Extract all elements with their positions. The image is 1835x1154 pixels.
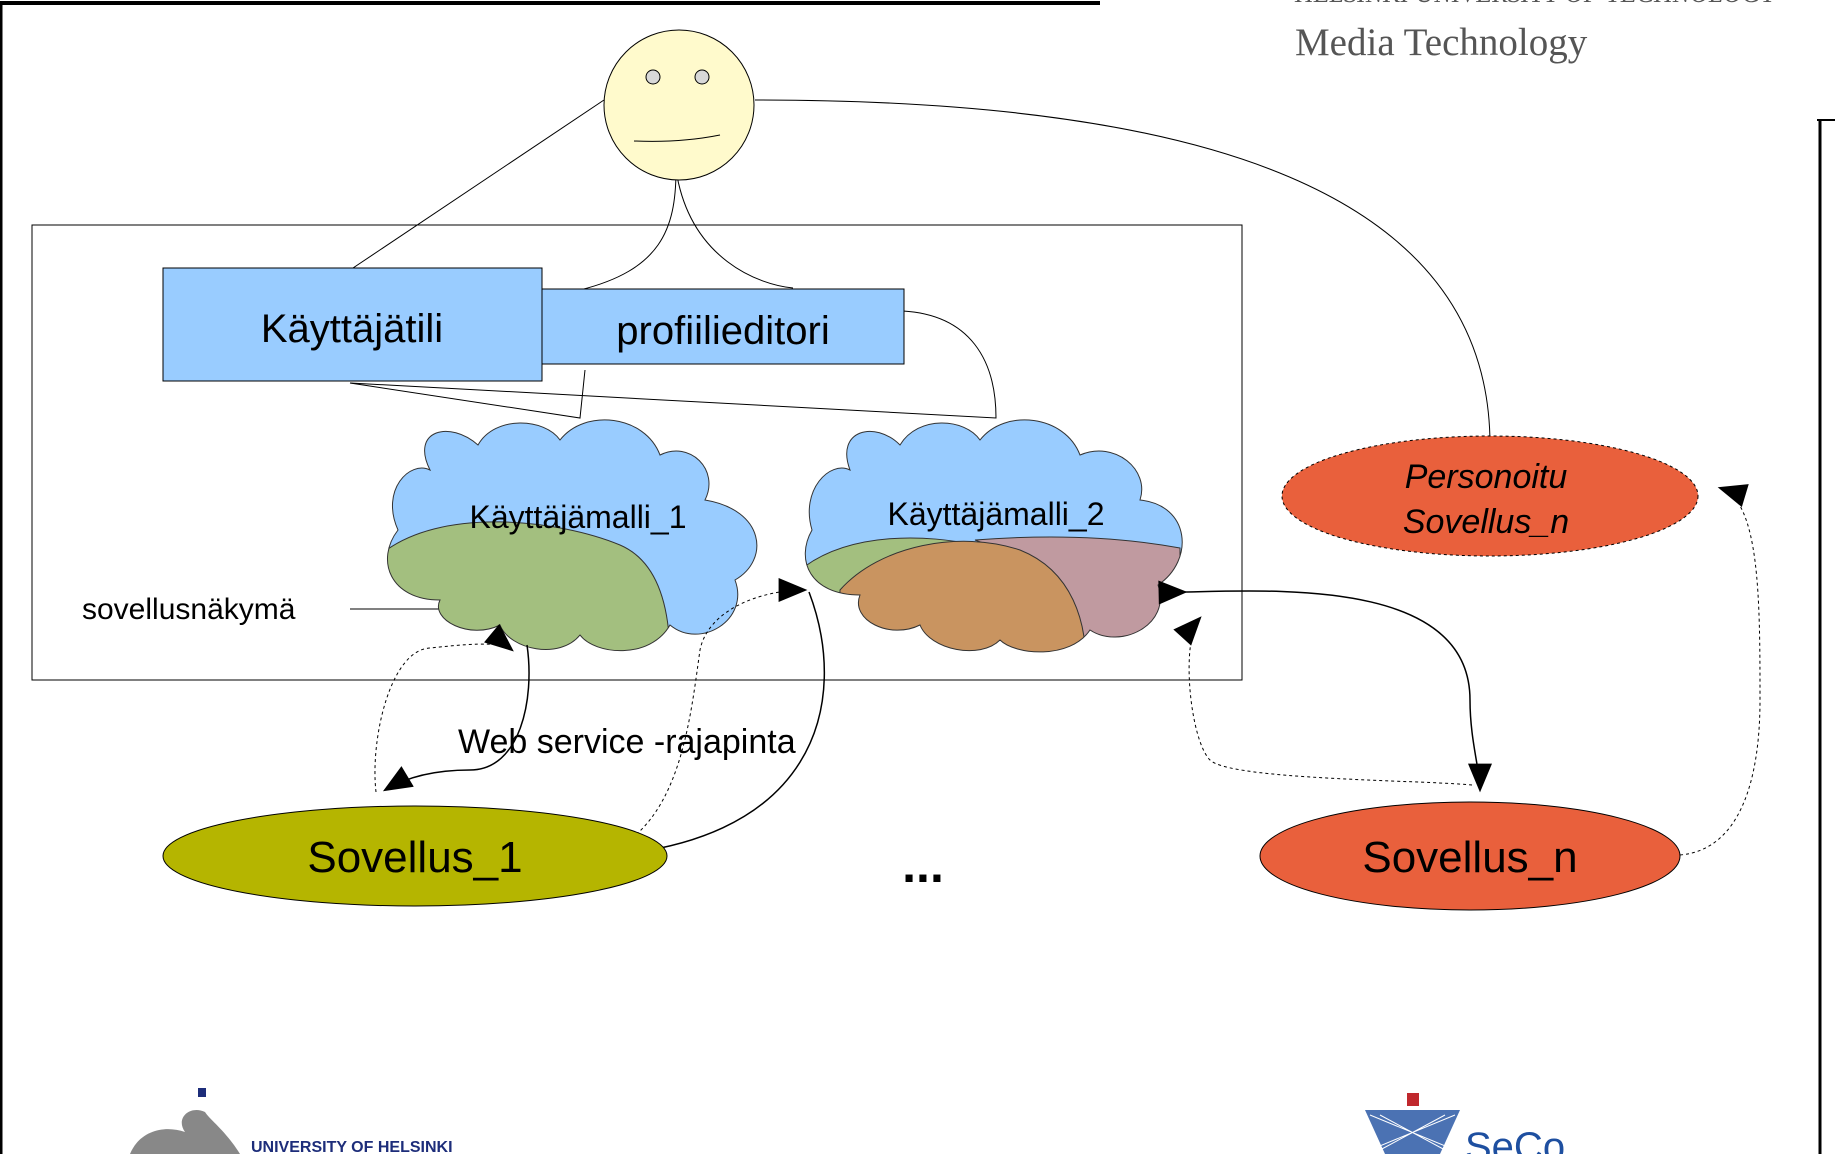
svg-text:Sovellus_n: Sovellus_n xyxy=(1362,833,1577,882)
app-1-node: Sovellus_1 xyxy=(162,805,668,907)
account-box: Käyttäjätili xyxy=(162,267,543,382)
helsinki-logo-mark xyxy=(130,1110,240,1154)
helsinki-logo-text: UNIVERSITY OF HELSINKI xyxy=(251,1139,453,1154)
svg-text:Sovellus_1: Sovellus_1 xyxy=(307,833,522,882)
profile-editor-box: profiilieditori xyxy=(541,288,905,365)
connectors xyxy=(349,99,1491,610)
face-left-eye xyxy=(645,69,661,85)
svg-text:Käyttäjämalli_1: Käyttäjämalli_1 xyxy=(470,499,687,535)
svg-text:Personoitu: Personoitu xyxy=(1405,458,1568,496)
header-institution: HELSINKI UNIVERSITY OF TECHNOLOGY xyxy=(1294,0,1778,8)
user-to-editor-line-2 xyxy=(675,169,794,289)
cloud-user-model-2: Käyttäjämalli_2 xyxy=(804,419,1183,653)
seco-logo-text: SeCo xyxy=(1465,1125,1565,1154)
account-to-clouds-line xyxy=(349,369,586,419)
cloud-user-model-1: Käyttäjämalli_1 xyxy=(387,419,758,652)
svg-text:Käyttäjämalli_2: Käyttäjämalli_2 xyxy=(888,496,1105,532)
web-service-label: Web service -rajapinta xyxy=(458,723,796,761)
seco-logo: SeCo xyxy=(1365,1093,1565,1154)
account-to-cloud2-line xyxy=(349,310,997,419)
helsinki-logo: UNIVERSITY OF HELSINKI xyxy=(130,1088,453,1154)
svg-text:Käyttäjätili: Käyttäjätili xyxy=(261,307,443,351)
app-view-label: sovellusnäkymä xyxy=(82,593,296,626)
arrow-appn-to-model2 xyxy=(1158,580,1492,793)
user-to-editor-line xyxy=(579,169,677,291)
solid-arrows xyxy=(382,580,1492,869)
header-department: Media Technology xyxy=(1295,21,1588,64)
face-mouth xyxy=(633,134,721,142)
user-to-personalized-line xyxy=(754,99,1491,446)
tkk-logo: HELSINKI UNIVERSITY OF TECHNOLOGY Media … xyxy=(1294,0,1778,64)
helsinki-logo-square xyxy=(198,1088,206,1097)
dashed-app1-to-model1 xyxy=(374,623,514,793)
face-right-eye xyxy=(694,69,710,85)
ellipsis-label: ... xyxy=(902,837,944,893)
user-to-account-line xyxy=(349,99,605,271)
dashed-appn-to-model2 xyxy=(1173,616,1473,786)
seco-logo-square xyxy=(1407,1093,1419,1106)
dashed-appn-to-personalized xyxy=(1679,484,1761,856)
user-face xyxy=(603,29,755,181)
arrow-app1-to-model1 xyxy=(382,644,530,792)
dashed-app1-to-model2 xyxy=(599,578,808,856)
dashed-arrows xyxy=(374,484,1761,856)
arrow-app1-to-model2 xyxy=(577,591,825,869)
personalized-app-node: Personoitu Sovellus_n xyxy=(1281,435,1699,557)
system-boundary xyxy=(31,224,1243,681)
svg-text:Sovellus_n: Sovellus_n xyxy=(1403,503,1569,541)
svg-text:profiilieditori: profiilieditori xyxy=(616,309,829,353)
app-n-node: Sovellus_n xyxy=(1259,801,1681,911)
